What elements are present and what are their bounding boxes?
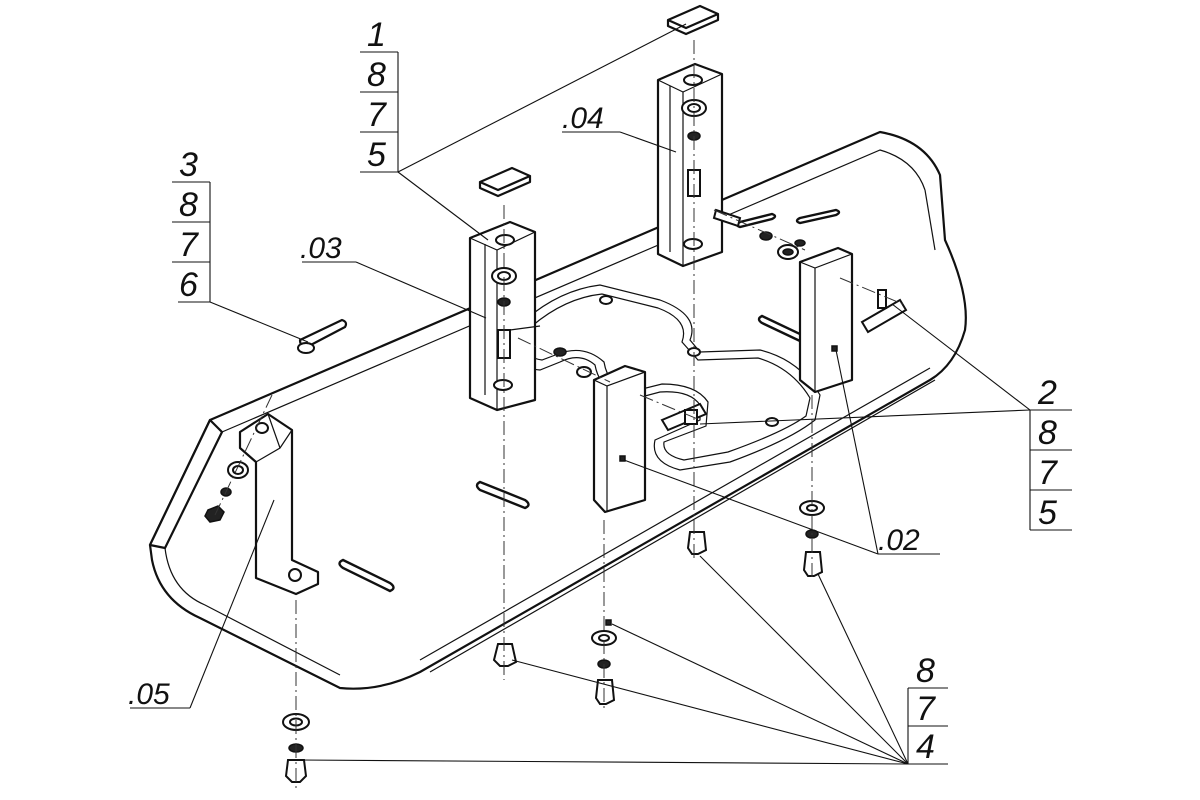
leader-lines [130, 23, 1072, 765]
pin-6-head [297, 342, 315, 354]
callout-right-3: 7 [1038, 454, 1058, 492]
callout-left-4: 6 [179, 266, 198, 304]
callout-bottom-1: 8 [916, 652, 935, 690]
bracket-02-front [592, 364, 647, 514]
callout-stack-top: 1 8 7 5 [360, 16, 399, 174]
callout-bottom-2: 7 [916, 690, 936, 728]
callout-left-2: 8 [179, 186, 198, 224]
bracket-04 [656, 62, 724, 268]
fastener-stack-middle [553, 289, 908, 432]
label-part-05: .05 [128, 678, 170, 711]
callout-left-1: 3 [179, 146, 198, 184]
clamp-plate-left [478, 166, 532, 198]
callout-top-1: 1 [367, 16, 386, 54]
callout-top-3: 7 [367, 96, 387, 134]
callout-stack-bottom: 8 7 4 [907, 652, 948, 766]
callout-top-2: 8 [367, 56, 386, 94]
bracket-02-rear [798, 246, 854, 394]
callout-bottom-3: 4 [916, 728, 935, 766]
label-part-03: .03 [300, 232, 342, 265]
callout-stack-right: 2 8 7 5 [1029, 374, 1072, 532]
callout-stack-left: 3 8 7 6 [172, 146, 211, 304]
callout-right-1: 2 [1037, 374, 1057, 412]
callout-right-2: 8 [1038, 414, 1057, 452]
callout-left-3: 7 [179, 226, 199, 264]
skid-plate [148, 130, 967, 690]
label-part-02: .02 [878, 524, 920, 557]
center-lines [214, 40, 906, 790]
bracket-05 [238, 412, 320, 596]
bracket-03 [468, 220, 537, 412]
callout-top-4: 5 [367, 136, 386, 174]
callout-right-4: 5 [1038, 494, 1057, 532]
label-part-04: .04 [562, 102, 604, 135]
